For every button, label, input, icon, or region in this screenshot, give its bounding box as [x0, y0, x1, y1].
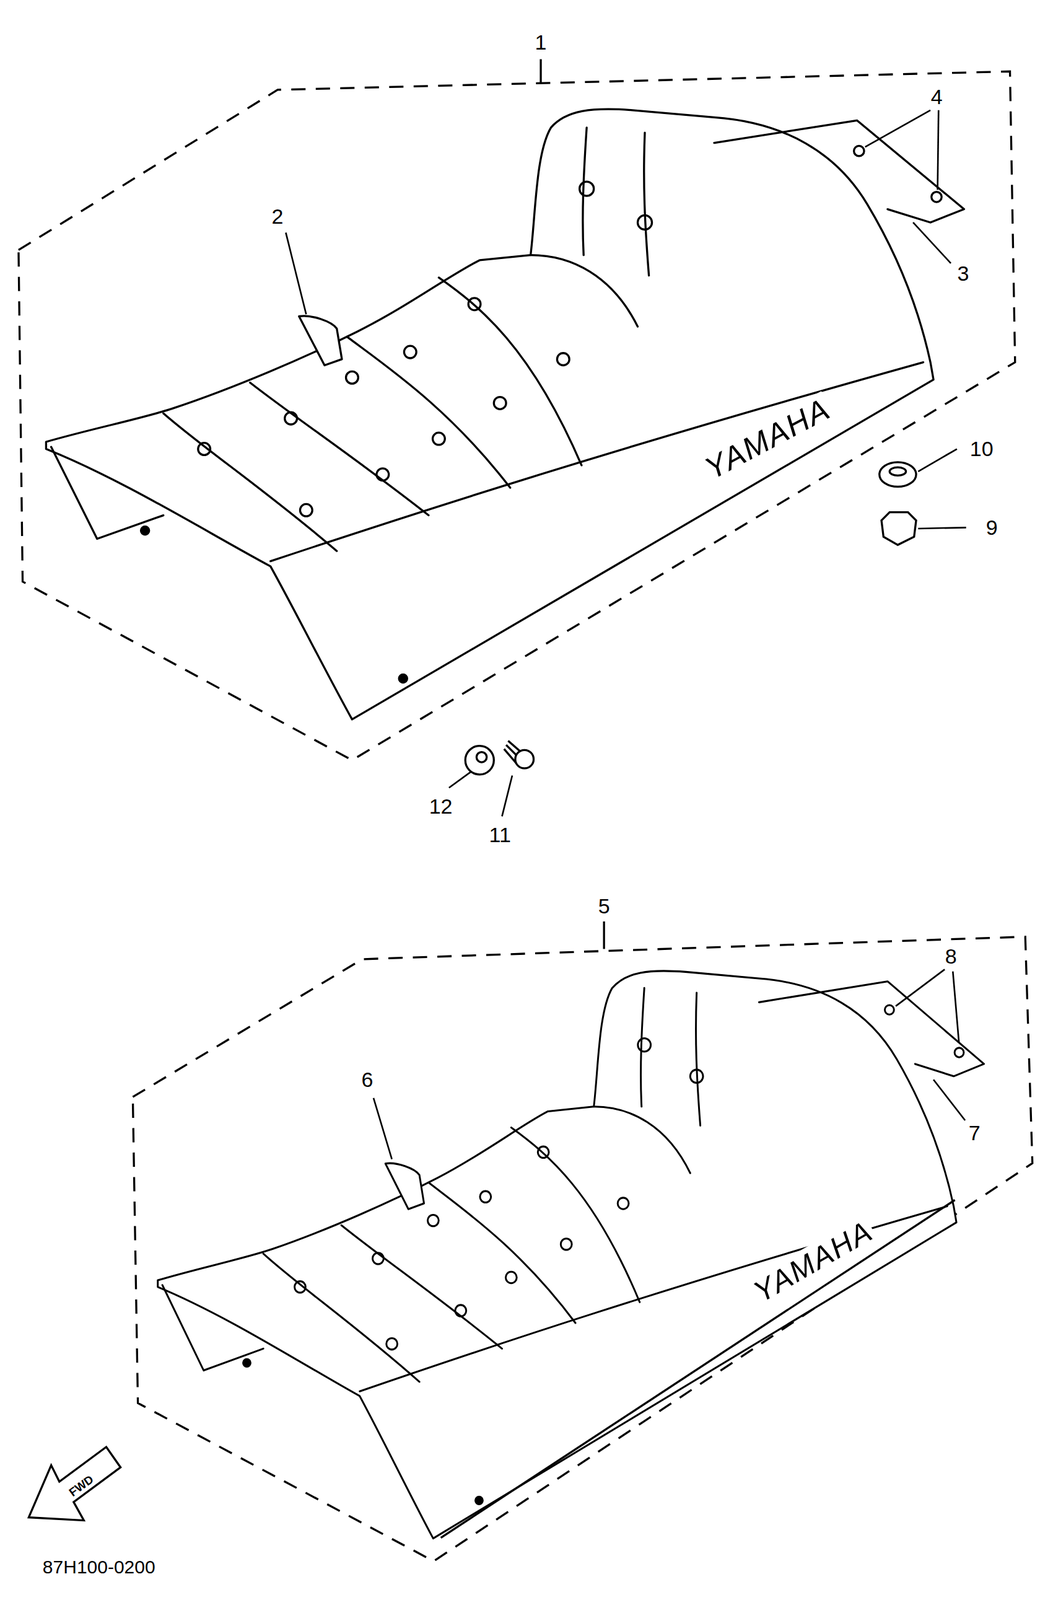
callout-number: 4 — [929, 85, 945, 109]
drawing-number: 87H100-0200 — [40, 1555, 158, 1577]
callout-number: 6 — [359, 1067, 376, 1091]
callout-number: 11 — [487, 823, 513, 847]
callout-number: 8 — [943, 944, 959, 968]
callout-number: 7 — [966, 1121, 983, 1145]
callout-number: 3 — [955, 262, 972, 285]
callout-number: 2 — [270, 205, 286, 228]
callout-number: 5 — [596, 894, 612, 918]
callout-number: 12 — [427, 794, 455, 818]
callout-number: 1 — [533, 30, 549, 54]
callout-number: 10 — [968, 437, 996, 461]
callout-number: 9 — [984, 515, 1000, 539]
